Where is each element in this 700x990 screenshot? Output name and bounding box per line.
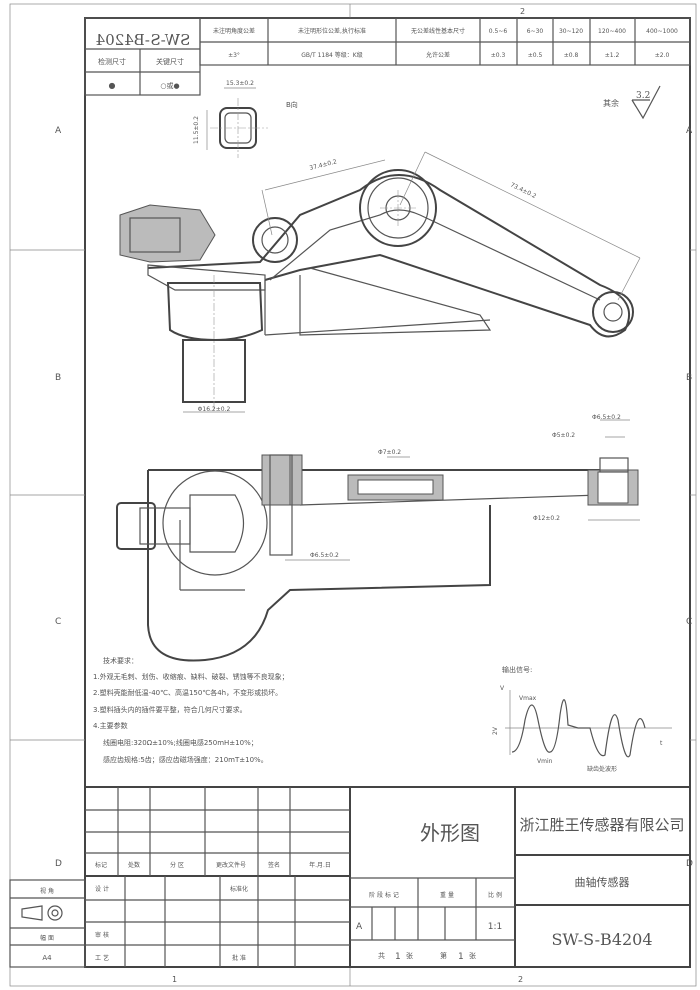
tol-value: ±0.3 [491,52,506,59]
sheet-no-suffix: 张 [469,951,476,960]
key-dim-symbol: ○或● [160,81,179,90]
title-block: 标记 处数 分 区 更改文件号 签名 年.月.日 设 计 标准化 审 核 工 艺… [84,786,691,968]
tech-req-line: 2.塑料壳能耐低温-40℃、高温150℃各4h，不变形或损坏。 [93,688,282,697]
drawing-name: 外形图 [420,821,480,845]
waveform-vmax: Vmax [519,695,537,702]
waveform-y-label: V [500,685,505,692]
tol-header: 30~120 [559,28,583,35]
check-dim-symbol: ● [109,81,116,90]
dim-shaft-dia: Φ16.2±0.2 [198,406,231,413]
zone-letter-d: D [55,859,62,869]
format-label: 幅 面 [40,934,54,942]
tol-header: 6~30 [527,28,544,35]
first-angle-projection-icon [21,905,63,921]
dim-arm-long: 73.4±0.2 [509,182,537,201]
zone-letter-b: B [55,373,61,383]
company-name: 浙江胜王传感器有限公司 [519,816,684,834]
waveform-amp-label: 2V [492,726,499,735]
format-value: A4 [42,954,52,962]
sheets-total: 1 [395,952,401,962]
rev-header: 分 区 [170,861,184,869]
zone-letter-b-right: B [686,373,692,383]
tech-req-line: 3.塑料插头内的插件要平整，符合几何尺寸要求。 [93,705,247,714]
part-name: 曲轴传感器 [575,875,630,889]
rev-header: 处数 [128,861,140,869]
dim-pivot-hole: Φ6.5±0.2 [310,552,339,559]
tol-value: ±2.0 [655,52,670,59]
mirrored-part-code: SW-S-B4204 [96,31,191,49]
technical-requirements: 技术要求： 1.外观无毛刺、划伤、收缩痕、缺料、破裂、锈蚀等不良现象； 2.塑料… [93,656,289,764]
scale-header: 比 例 [488,891,502,899]
tol-header: 无公差线性基本尺寸 [411,27,465,35]
standardize-label: 标准化 [230,885,248,893]
dim-top-hole-outer: Φ6.5±0.2 [592,414,621,421]
dim-top-hole-inner: Φ5±0.2 [552,432,575,439]
b-view-connector: 15.3±0.2 11.5±0.2 B向 [193,80,298,158]
zone-number-2-top: 2 [520,7,525,16]
tolerance-table: 未注明角度公差 未注明形位公差,执行标准 无公差线性基本尺寸 0.5~6 6~3… [199,17,691,66]
dim-mid-hole: Φ7±0.2 [378,449,401,456]
rev-header: 签名 [268,861,280,869]
zone-number-2: 2 [518,975,523,984]
key-dim-label: 关键尺寸 [156,57,184,66]
tol-header: 未注明角度公差 [213,27,255,35]
tol-value: ±0.8 [564,52,579,59]
waveform-x-label: t [660,740,663,747]
tech-req-line: 4.主要参数 [93,721,128,730]
tol-header: 未注明形位公差,执行标准 [298,27,366,35]
dim-b-width: 15.3±0.2 [226,80,254,87]
side-view: Φ6.5±0.2 Φ5±0.2 Φ7±0.2 Φ12±0.2 Φ6.5±0.2 [116,414,640,662]
view-angle-label: 视 角 [40,887,54,895]
tol-value: ±0.5 [528,52,543,59]
roughness-value: 3.2 [636,91,650,101]
zone-letter-a-right: A [686,126,693,136]
drawing-number: SW-S-B4204 [551,930,652,949]
tech-req-line: 1.外观无毛刺、划伤、收缩痕、缺料、破裂、锈蚀等不良现象； [93,672,289,681]
surface-roughness-symbol: 其余 3.2 [603,85,661,120]
dim-b-height: 11.5±0.2 [193,116,200,144]
waveform-gap-label: 缺齿处波形 [587,765,617,773]
design-label: 设 计 [95,885,109,893]
zone-letter-c: C [55,617,61,627]
tol-value: ±3° [228,52,240,59]
dim-arm-short: 37.4±0.2 [309,158,338,172]
sheets-total-suffix: 张 [406,951,413,960]
sheets-total-prefix: 共 [378,951,385,960]
tol-value: 允许公差 [426,51,450,59]
weight-header: 重 量 [440,891,454,899]
tech-req-title: 技术要求： [103,656,138,665]
rev-header: 年.月.日 [309,861,331,869]
approve-label: 批 准 [232,954,246,962]
tol-value: ±1.2 [605,52,620,59]
scale-value: 1:1 [488,922,502,932]
dim-end-boss: Φ12±0.2 [533,515,560,522]
zone-letter-c-right: C [686,617,692,627]
zone-letter-a: A [55,126,62,136]
stamp-block: SW-S-B4204 检测尺寸 关键尺寸 ● ○或● [84,17,201,96]
tol-header: 400~1000 [646,28,678,35]
tol-value: GB/T 1184 等级：K级 [301,51,362,59]
tol-header: 120~400 [598,28,626,35]
waveform-title: 输出信号: [502,665,532,674]
tol-header: 0.5~6 [489,28,508,35]
tech-req-line: 线圈电阻:320Ω±10%;线圈电感250mH±10%； [103,738,258,747]
roughness-label: 其余 [603,98,619,108]
top-view: Φ16.2±0.2 37.4±0.2 73.4±0.2 [119,151,641,413]
zone-number-1: 1 [172,975,177,984]
sheet-no: 1 [458,952,464,962]
sheet-no-prefix: 第 [440,951,447,960]
check-dim-label: 检测尺寸 [98,57,126,66]
rev-header: 更改文件号 [216,861,246,869]
output-waveform: 输出信号: V Vmax Vmin t 2V 缺齿处波形 [492,665,672,773]
projection-table: 视 角 幅 面 A4 [9,879,86,968]
review-label: 审 核 [95,931,109,939]
tech-req-line: 感应齿规格:5齿；感应齿磁场强度：210mT±10%。 [103,755,268,764]
b-view-label: B向 [286,100,298,109]
stage-header: 阶 段 标 记 [369,891,399,899]
process-label: 工 艺 [95,954,109,962]
stage-value: A [356,922,363,932]
waveform-vmin: Vmin [537,758,553,765]
rev-header: 标记 [95,861,107,869]
